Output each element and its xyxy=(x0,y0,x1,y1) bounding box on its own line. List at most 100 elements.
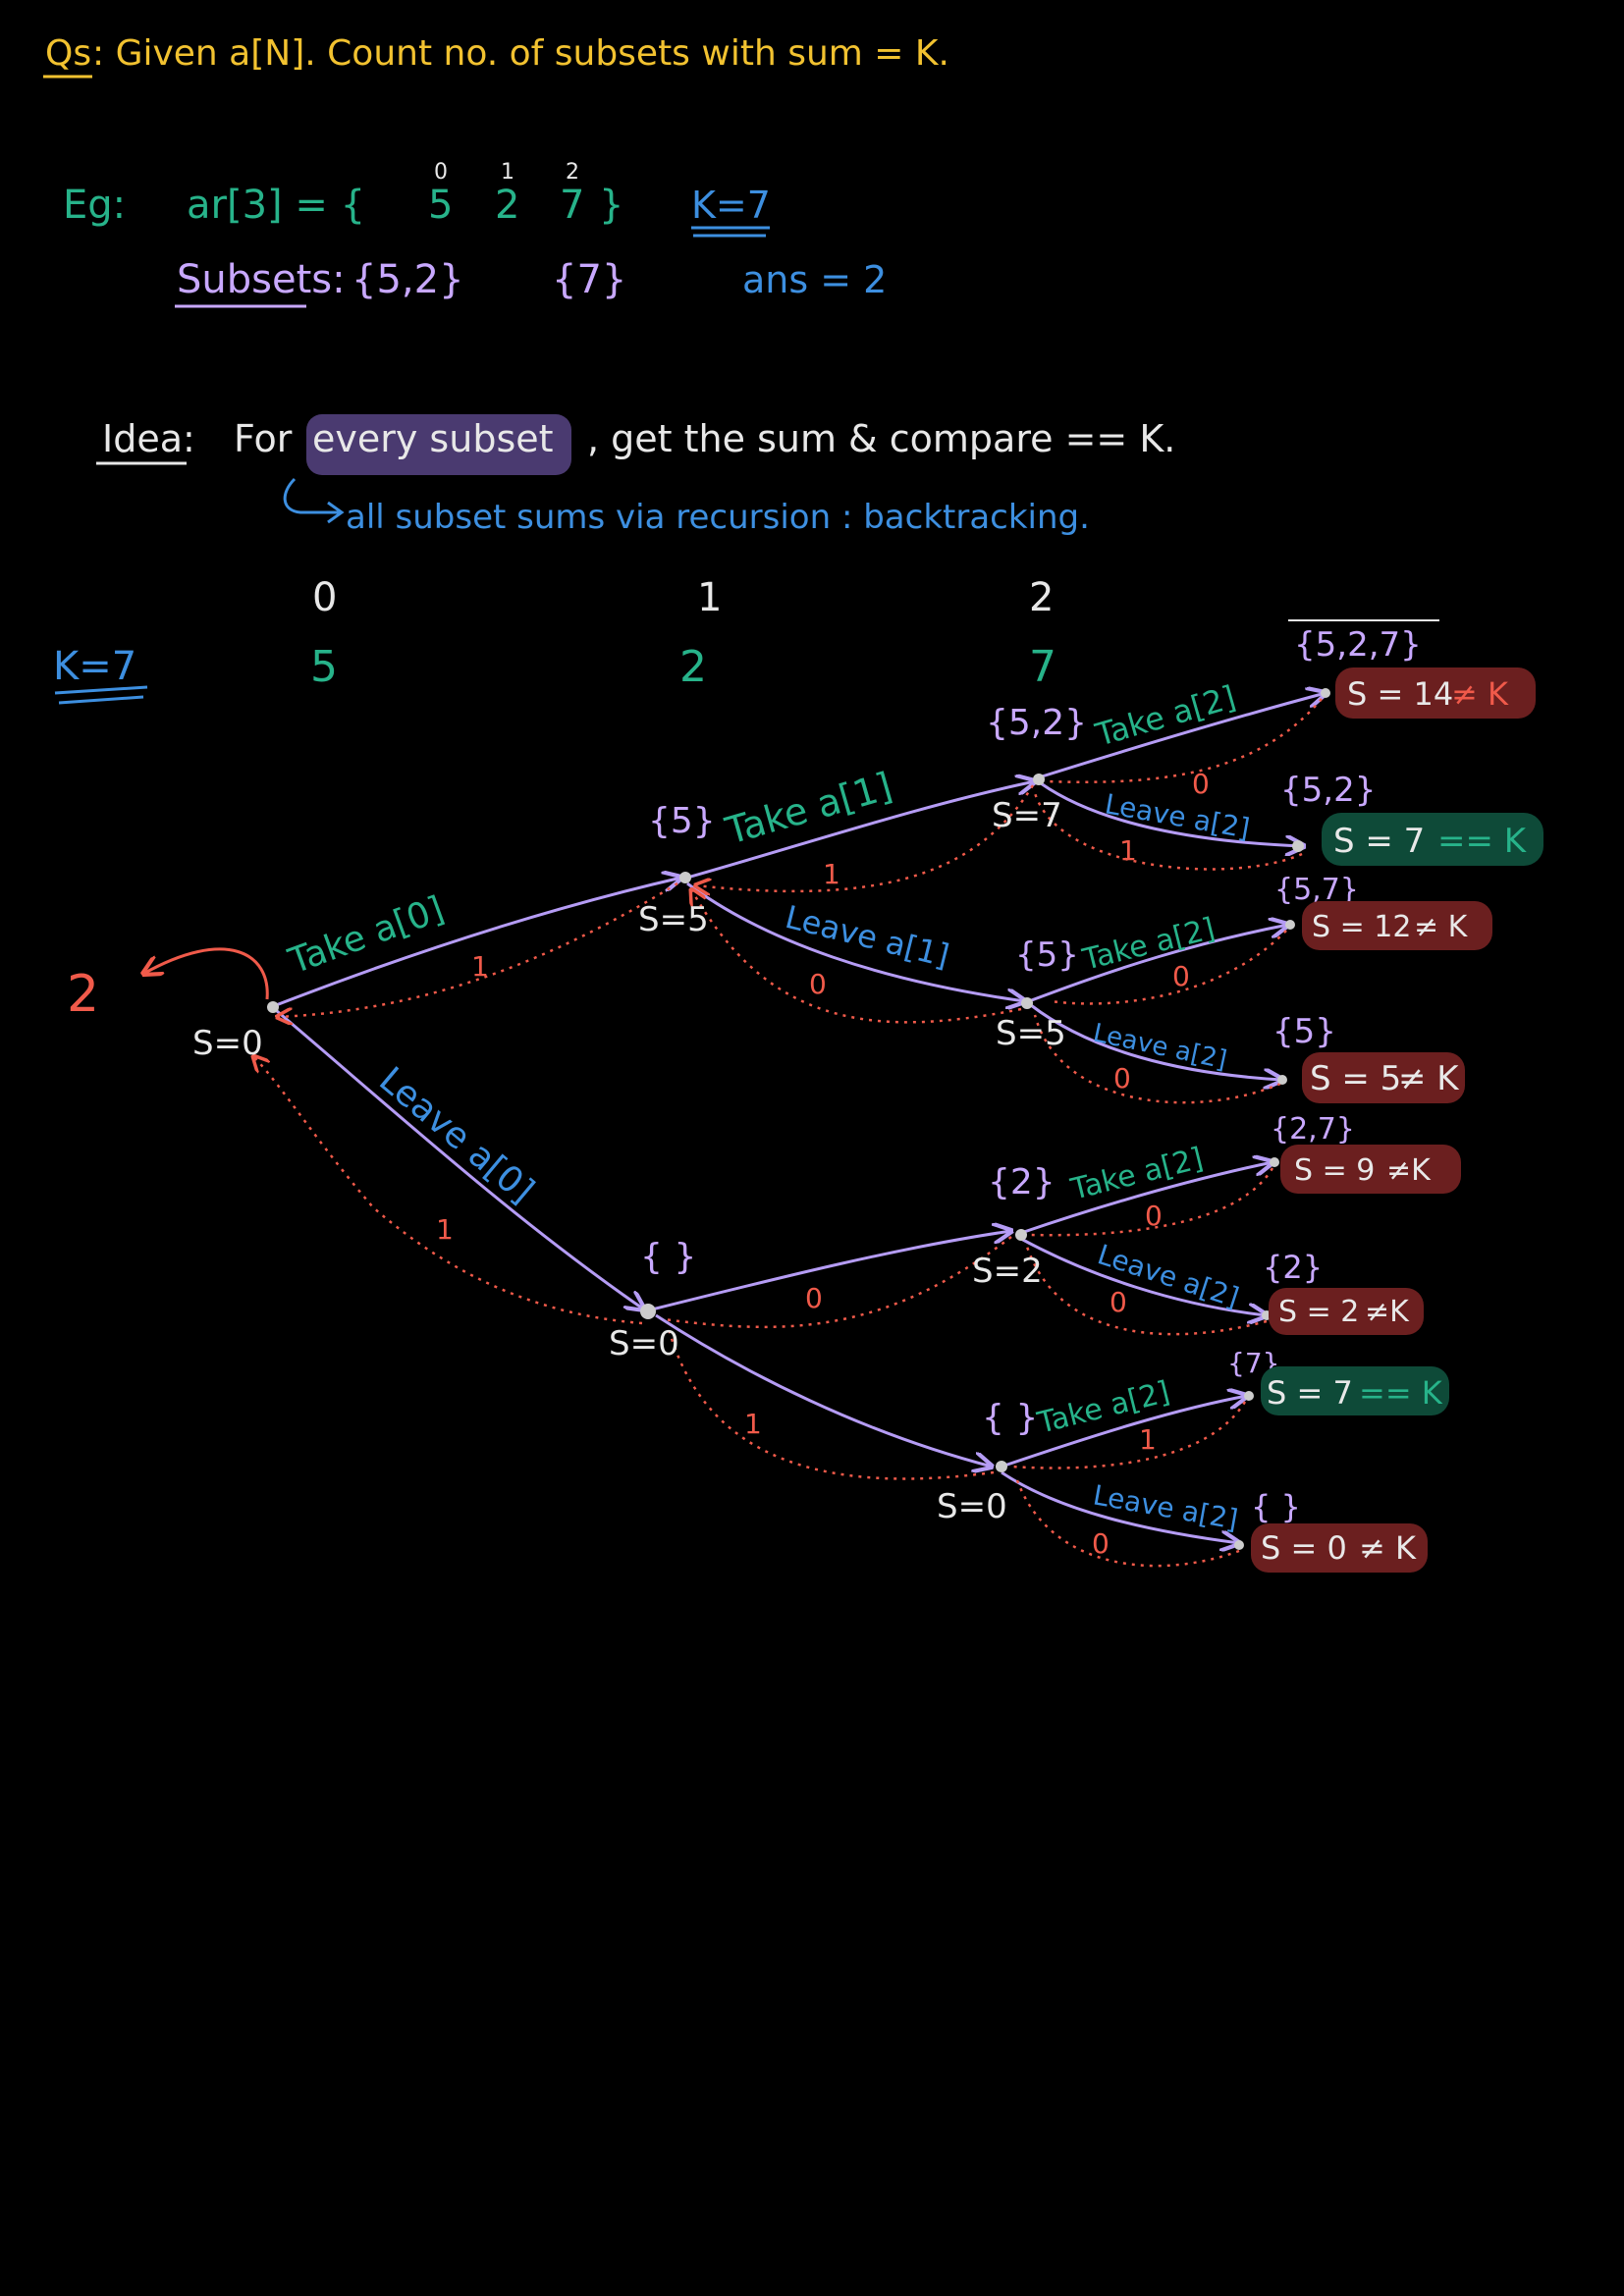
idea-rest: , get the sum & compare == K. xyxy=(587,417,1175,460)
leaf-sum-0: S = 14 xyxy=(1347,675,1453,713)
ret-lt: 0 xyxy=(805,1282,823,1314)
leaf-sum-3: S = 5 xyxy=(1310,1059,1401,1098)
example-block: Eg: ar[3] = { 5 2 7 } 0 1 2 K=7 Subsets:… xyxy=(63,160,887,308)
set-tt: {5,2} xyxy=(986,703,1087,743)
leaf-sum-4: S = 9 xyxy=(1294,1153,1375,1188)
example-value-2: 7 xyxy=(560,183,584,228)
tree-node-labels: S=0 S=5 S=0 S=7 S=5 S=2 S=0 {5} { } {5,2… xyxy=(192,703,1087,1526)
ret-leaf7: 1 xyxy=(1139,1423,1157,1456)
tree-returns xyxy=(253,698,1323,1568)
label-tl-take2: Take a[2] xyxy=(1078,912,1218,978)
leaf-cmp-4: ≠K xyxy=(1386,1153,1432,1188)
edge-tl-leave2 xyxy=(1030,1003,1282,1080)
leaf-sum-6: S = 7 xyxy=(1267,1374,1353,1412)
edge-ll-leave2 xyxy=(1001,1470,1239,1543)
question-line: Qs : Given a[N]. Count no. of subsets wi… xyxy=(43,33,949,79)
idea-highlight: every subset xyxy=(312,417,554,460)
ret-leaf6: 0 xyxy=(1110,1286,1127,1318)
edge-tt-leave2 xyxy=(1040,781,1304,846)
leaf-cmp-2: ≠ K xyxy=(1414,910,1469,944)
ret-tt: 1 xyxy=(823,858,840,890)
leaf-set-5: {2} xyxy=(1263,1249,1323,1286)
label-leave0: Leave a[0] xyxy=(371,1059,541,1211)
example-index-2: 2 xyxy=(566,160,579,185)
answer-text: ans = 2 xyxy=(742,258,887,301)
level-value-1: 2 xyxy=(679,642,707,692)
level-index-1: 1 xyxy=(697,575,722,620)
edge-lt-leave2 xyxy=(1020,1237,1267,1315)
level-index-0: 0 xyxy=(312,575,337,620)
leaf-box-4 xyxy=(1280,1145,1461,1194)
label-take1-top: Take a[1] xyxy=(720,765,896,853)
example-k: K=7 xyxy=(691,184,771,227)
result-arrow xyxy=(143,947,269,1000)
edge-leave1-top xyxy=(686,881,1025,1001)
leaf-cmp-0: ≠ K xyxy=(1451,675,1509,713)
node-take0: S=5 xyxy=(638,900,709,939)
ret-root-bottom: 1 xyxy=(436,1213,454,1246)
subsets-label: Subsets: xyxy=(177,257,346,302)
node-tt: S=7 xyxy=(992,796,1062,835)
example-label: Eg: xyxy=(63,183,126,228)
idea-note-arrow xyxy=(283,477,340,514)
level-value-2: 7 xyxy=(1029,642,1056,692)
root-result: 2 xyxy=(67,947,269,1024)
node-leave0: S=0 xyxy=(609,1324,679,1363)
edge-leave0 xyxy=(276,1009,644,1309)
leaf-cmp-1: == K xyxy=(1437,822,1528,861)
leaf-box-0 xyxy=(1335,667,1536,719)
tree-k-label: K=7 xyxy=(53,644,136,689)
leaf-box-6 xyxy=(1261,1366,1449,1415)
question-text: : Given a[N]. Count no. of subsets with … xyxy=(92,33,949,74)
subset-1: {5,2} xyxy=(352,257,464,302)
set-tl: {5} xyxy=(1015,935,1079,975)
label-take0: Take a[0] xyxy=(283,889,449,983)
leaf-sum-7: S = 0 xyxy=(1261,1529,1347,1567)
idea-block: Idea: For every subset , get the sum & c… xyxy=(96,414,1175,537)
tree-leaves: {5,2,7} S = 14 ≠ K {5,2} S = 7 == K {5,7… xyxy=(1227,625,1543,1573)
edge-tt-take2 xyxy=(1038,693,1326,779)
edge-tl-take2 xyxy=(1028,925,1288,1003)
set-take0: {5} xyxy=(648,801,716,841)
ret-leaf8: 0 xyxy=(1092,1527,1110,1560)
example-array: ar[3] = { xyxy=(187,183,365,228)
tree-header: 0 1 2 5 2 7 K=7 xyxy=(53,575,1439,705)
leaf-set-0: {5,2,7} xyxy=(1294,625,1422,665)
tree-edge-labels: Take a[0] Leave a[0] Take a[1] Leave a[1… xyxy=(283,678,1252,1536)
ret-leaf5: 0 xyxy=(1145,1200,1163,1232)
edge-leave1-bottom xyxy=(655,1313,992,1467)
set-ll: { } xyxy=(982,1398,1038,1438)
leaf-set-7: { } xyxy=(1251,1488,1301,1525)
example-index-0: 0 xyxy=(434,160,448,185)
node-root: S=0 xyxy=(192,1024,263,1063)
leaf-box-1 xyxy=(1322,813,1543,866)
leaf-cmp-5: ≠K xyxy=(1365,1295,1410,1329)
leaf-cmp-6: == K xyxy=(1359,1374,1443,1412)
ret-tl: 0 xyxy=(809,968,827,1000)
ret-leaf2: 1 xyxy=(1119,834,1137,867)
set-lt: {2} xyxy=(988,1162,1056,1202)
level-index-2: 2 xyxy=(1029,575,1054,620)
edge-ll-take2 xyxy=(1001,1396,1247,1468)
tree-node-dots xyxy=(267,688,1330,1550)
leaf-cmp-3: ≠ K xyxy=(1398,1059,1460,1098)
ret-ll: 1 xyxy=(744,1408,762,1440)
edge-lt-take2 xyxy=(1020,1162,1272,1235)
example-index-1: 1 xyxy=(501,160,514,185)
leaf-box-2 xyxy=(1302,901,1492,950)
node-ll: S=0 xyxy=(937,1487,1007,1526)
result-count: 2 xyxy=(67,965,99,1024)
example-close: } xyxy=(599,183,623,228)
edge-take1-bottom xyxy=(651,1231,1011,1311)
leaf-box-7 xyxy=(1251,1523,1428,1573)
tree-return-values: 1 1 1 0 0 1 0 1 0 0 0 0 1 0 xyxy=(436,768,1210,1560)
ret-leaf3: 0 xyxy=(1172,960,1190,992)
leaf-box-3 xyxy=(1302,1052,1465,1103)
leaf-set-1: {5,2} xyxy=(1280,771,1376,810)
example-value-1: 2 xyxy=(495,183,519,228)
ret-leaf1: 0 xyxy=(1192,768,1210,800)
level-value-0: 5 xyxy=(310,642,338,692)
label-leave1-top: Leave a[1] xyxy=(782,898,952,975)
leaf-set-4: {2,7} xyxy=(1271,1112,1355,1147)
